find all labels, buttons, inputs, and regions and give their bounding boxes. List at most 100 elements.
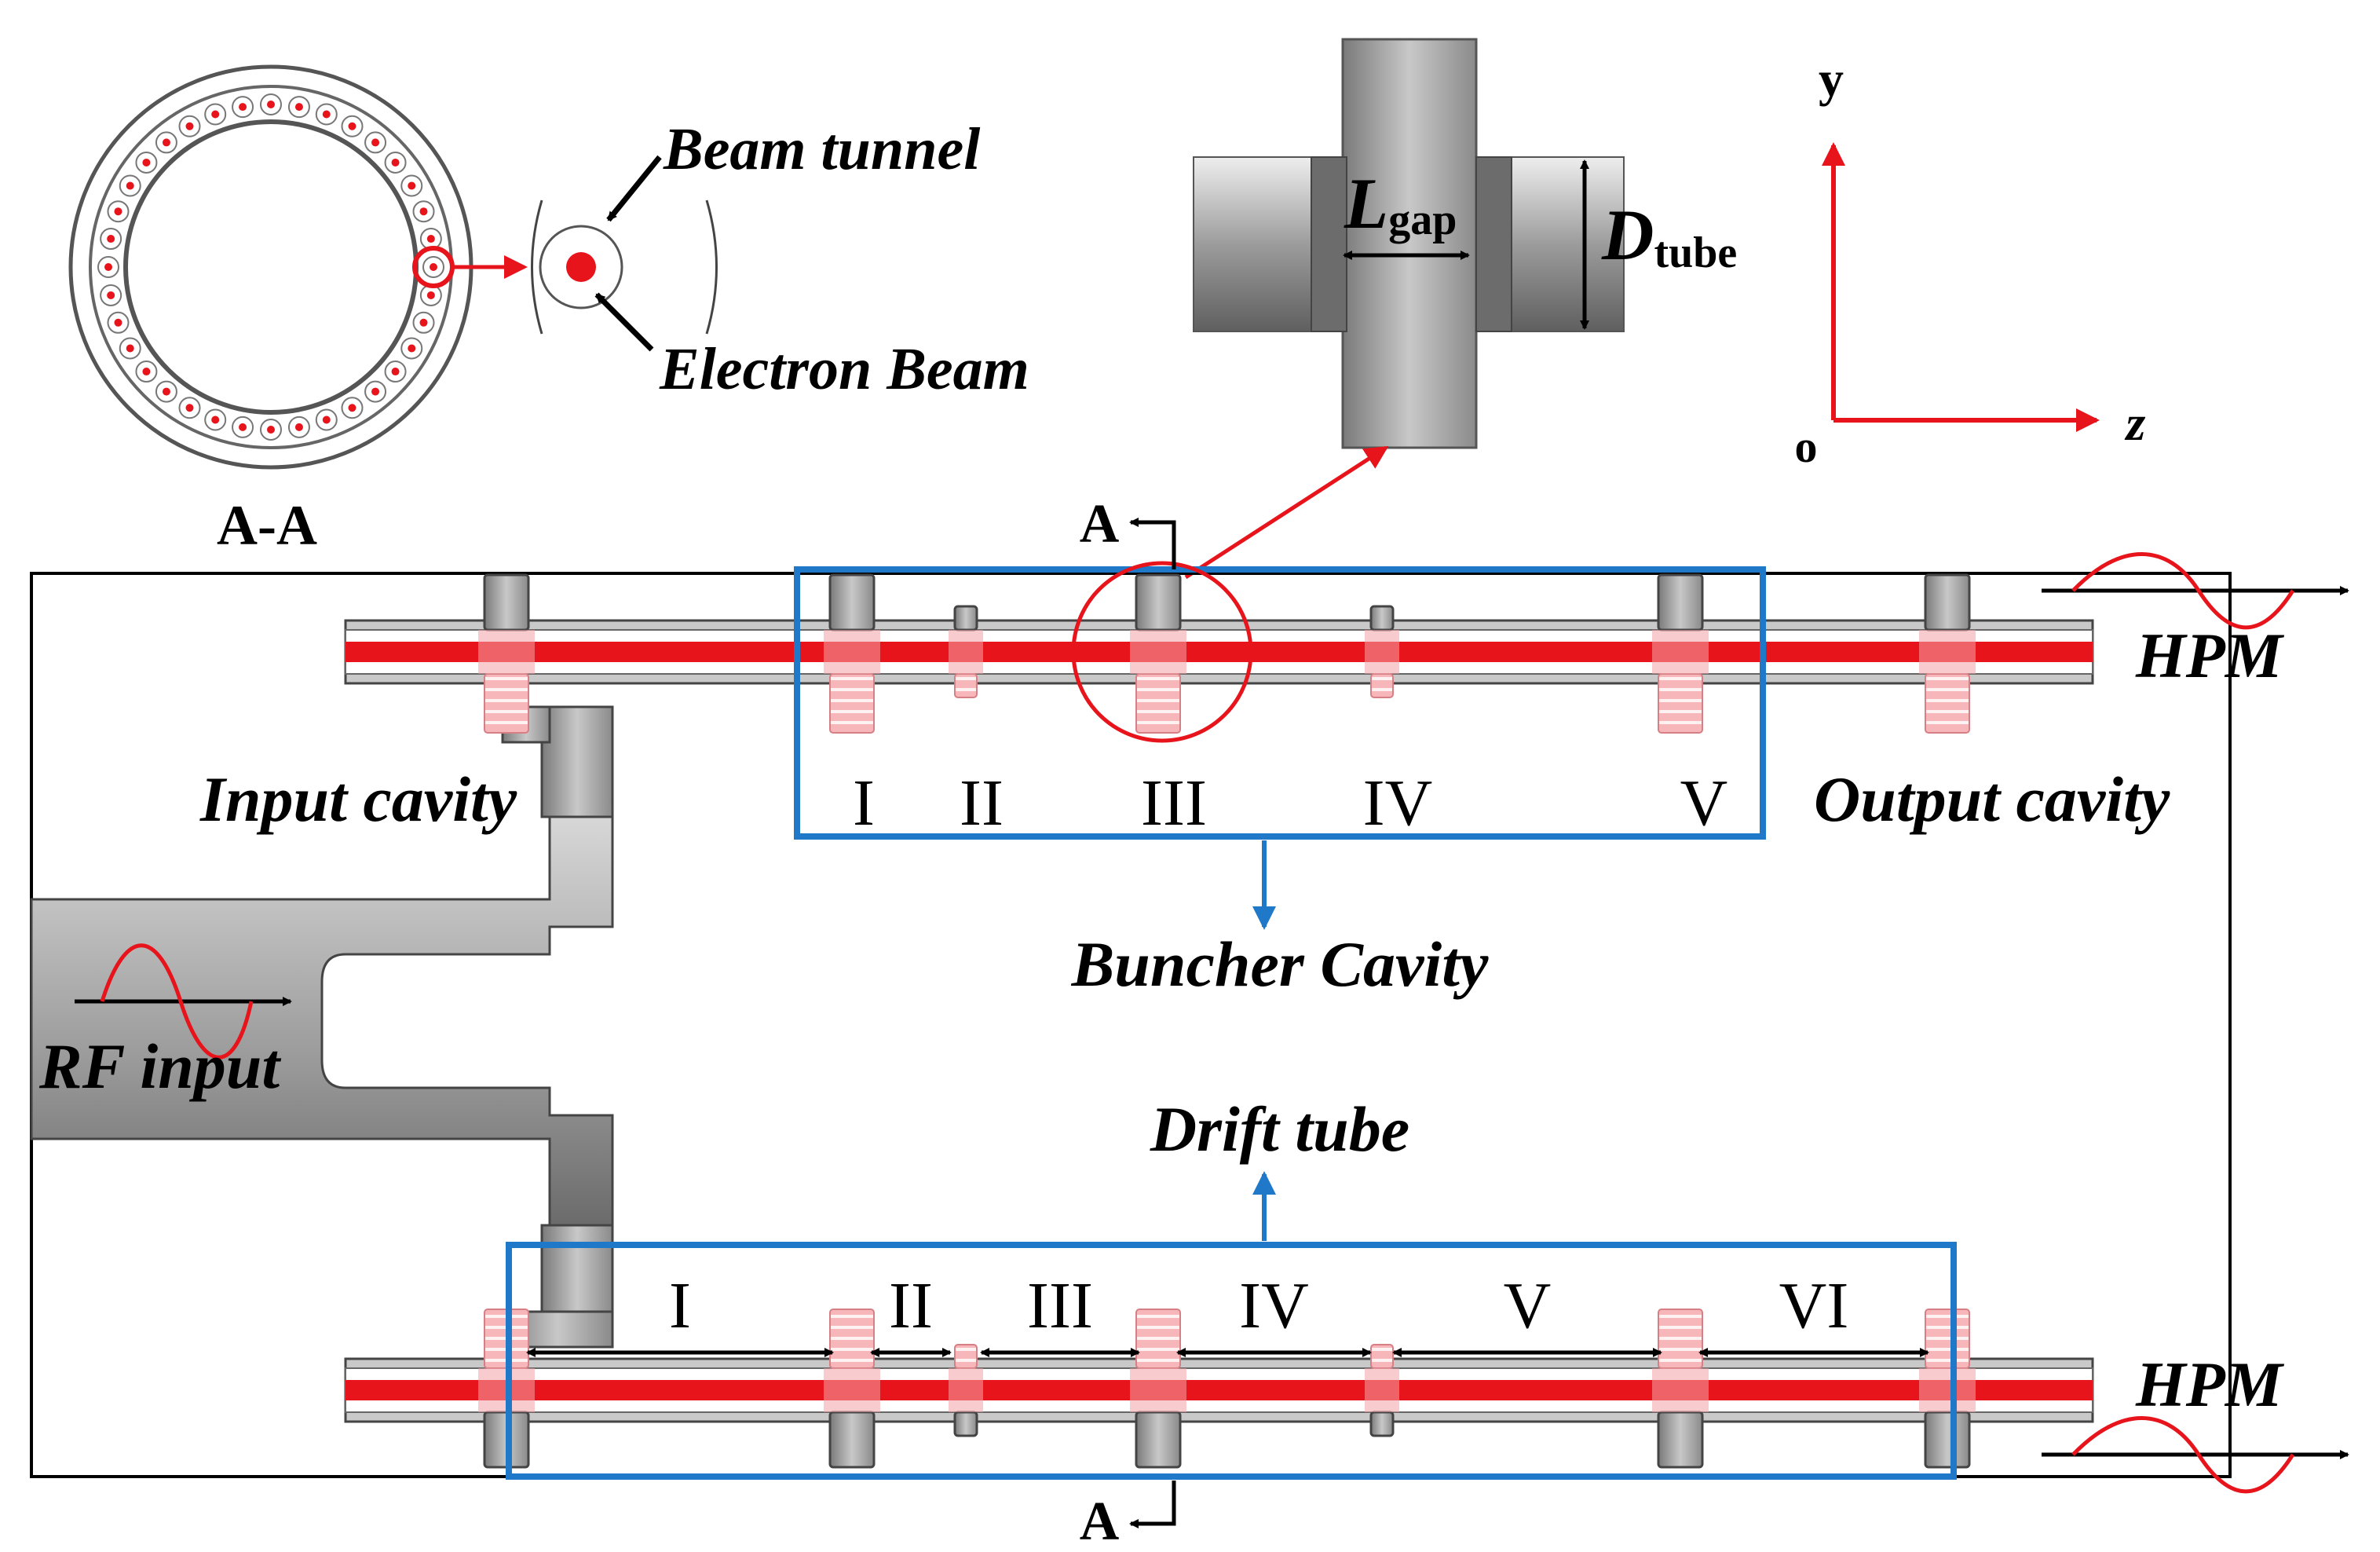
electron-beam (566, 252, 596, 282)
cavity-field-region (829, 673, 875, 734)
cavity-body (1657, 573, 1704, 631)
cavity-gap (949, 1368, 983, 1412)
cavity-gap (1919, 1368, 1976, 1412)
tunnel-beam-dot (419, 207, 428, 216)
tunnel-beam-dot (294, 423, 303, 431)
cavity-gap (1365, 630, 1399, 674)
buncher-cavity-label: Buncher Cavity (1071, 928, 1489, 1000)
device-outline (30, 572, 2232, 1478)
gap-detail: Lgap Dtube (1193, 38, 1737, 449)
tunnel-wall-right (705, 199, 718, 335)
section-title: A-A (217, 494, 317, 557)
tunnel-beam-dot (107, 235, 115, 243)
cavity-gap (1919, 630, 1976, 674)
cavity-body (828, 1411, 876, 1469)
section-marker-bottom-label: A (1080, 1492, 1120, 1548)
cavity-body (1369, 605, 1395, 631)
cavity-body (1369, 1411, 1395, 1437)
tunnel-beam-dot (104, 263, 112, 271)
tunnel-beam-dot (267, 426, 275, 434)
tunnel-beam-dot (426, 291, 435, 299)
cavity-block (1341, 38, 1478, 449)
tunnel-beam-dot (239, 423, 247, 431)
input-coupler-upper (540, 705, 614, 818)
tunnel-beam-dot (107, 291, 115, 299)
cavity-field-region (1135, 1309, 1181, 1369)
detail-circle (1071, 561, 1253, 743)
hpm-top-output (2042, 552, 2349, 630)
z-axis-label: z (2125, 395, 2146, 451)
drift-numeral: VI (1779, 1269, 1849, 1342)
cavity-field-region (1658, 1309, 1703, 1369)
tunnel-beam-dot (267, 101, 275, 108)
section-marker-bottom-arrow (1129, 1481, 1176, 1528)
cavity-body (483, 573, 530, 631)
tunnel-beam-dot (391, 368, 400, 376)
buncher-numeral: II (960, 767, 1004, 840)
buncher-numeral: III (1141, 767, 1207, 840)
l-gap-label: Lgap (1344, 163, 1457, 244)
cavity-gap (1652, 1368, 1709, 1412)
cavity-body (828, 573, 876, 631)
cavity-field-region (1370, 673, 1394, 698)
tunnel-beam-dot (162, 138, 170, 147)
cavity-gap (1652, 630, 1709, 674)
hpm-top-wave (2071, 552, 2295, 630)
cavity-field-region (1925, 673, 1970, 734)
drift-numeral: II (889, 1269, 933, 1342)
section-view-aa: Beam tunnel Electron Beam A-A (68, 64, 1029, 557)
cavity-body (1135, 573, 1182, 631)
tunnel-beam-dot (391, 158, 400, 167)
tunnel-beam-dot (419, 318, 428, 327)
tunnel-beam-dot (371, 387, 380, 396)
tunnel-beam-dot (126, 181, 134, 190)
hpm-bottom-wave (2071, 1416, 2295, 1494)
cavity-gap (478, 630, 535, 674)
tunnel-beam-dot (348, 122, 356, 130)
cavity-field-region (954, 673, 978, 698)
cavity-gap (1130, 630, 1186, 674)
cavity-body (1135, 1411, 1182, 1469)
tunnel-beam-dot (114, 207, 122, 216)
hpm-top-label: HPM (2135, 620, 2285, 691)
cavity-body (953, 1411, 978, 1437)
section-marker-top-label: A (1080, 494, 1120, 555)
tunnel-beam-dot (142, 368, 151, 376)
tunnel-beam-dot (114, 318, 122, 327)
gap-edge-right (1475, 156, 1512, 332)
section-marker-bottom: A (1080, 1481, 1176, 1552)
buncher-numeral: V (1680, 767, 1728, 840)
tunnel-beam-dot (142, 158, 151, 167)
buncher-numeral: I (853, 767, 875, 840)
cavity-body (953, 605, 978, 631)
tunnel-wall-left (531, 199, 543, 335)
section-marker-top: A (1080, 494, 1176, 569)
drift-tube-label: Drift tube (1150, 1093, 1409, 1165)
drift-numeral: III (1027, 1269, 1093, 1342)
detail-pointer-arrow (1184, 445, 1389, 580)
tunnel-beam-dot (211, 415, 220, 424)
tunnel-beam-dot (408, 181, 416, 190)
rf-input-label: RF input (38, 1030, 281, 1102)
tunnel-beam-dot (185, 404, 194, 412)
cavity-body (1657, 1411, 1704, 1469)
tunnel-beam-dot (408, 344, 416, 353)
tunnel-beam-dot (294, 103, 303, 112)
tunnel-beam-dot (126, 344, 134, 353)
cavity-gap (1130, 1368, 1186, 1412)
drift-tube-box (506, 1242, 1957, 1480)
coordinate-axes: y z o (1795, 51, 2146, 472)
origin-label: o (1795, 421, 1818, 472)
beam-tunnel-pointer (606, 155, 662, 222)
cavity-field-region (1925, 1309, 1970, 1369)
tunnel-beam-dot (322, 415, 331, 424)
drift-numeral: V (1504, 1269, 1552, 1342)
rf-input-wave (100, 943, 254, 1060)
tunnel-beam-dot (185, 122, 194, 130)
d-tube-label: Dtube (1601, 195, 1737, 277)
cavity-field-region (954, 1344, 978, 1369)
inner-ring (123, 119, 419, 415)
